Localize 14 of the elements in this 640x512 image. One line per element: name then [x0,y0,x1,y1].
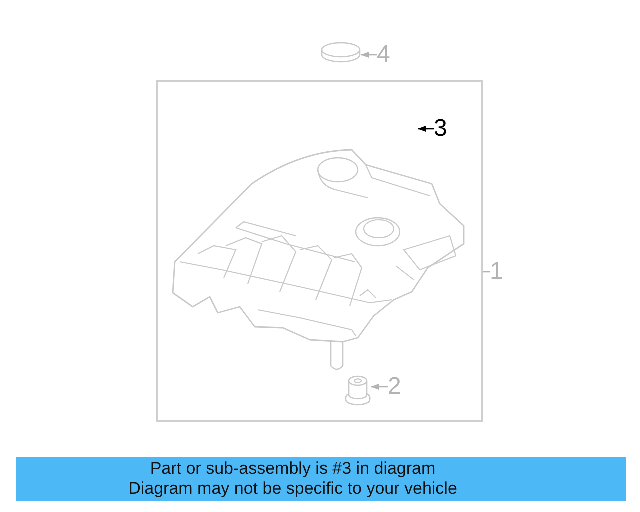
leader-arrow [418,126,434,132]
cap-drawing [321,42,361,63]
callout-number: 2 [388,375,402,399]
callout-number: 4 [377,43,390,67]
leader-arrow [361,52,377,58]
grommet-drawing [345,375,371,406]
leader-arrow [371,384,388,390]
assembly-frame [156,80,483,422]
callout-number: 1 [490,260,504,284]
notice-banner [16,457,626,501]
notice-text: Part or sub-assembly is #3 in diagram [150,459,436,479]
notice-text: Diagram may not be specific to your vehicle [128,479,458,499]
callout-number: 3 [434,117,448,141]
leader-line [483,271,490,273]
